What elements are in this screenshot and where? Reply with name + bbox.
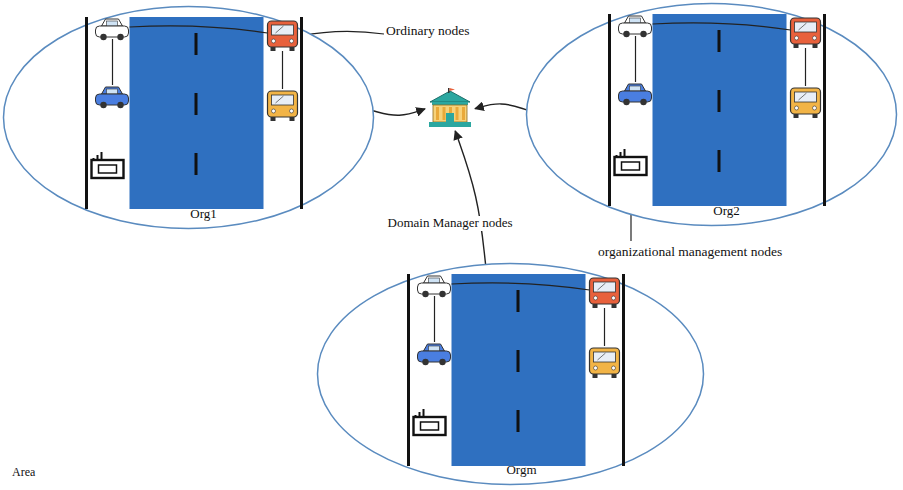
- domain-manager-building: [429, 88, 471, 127]
- organization-name: Org2: [711, 204, 741, 219]
- bus-icon: [268, 91, 298, 121]
- organization-ellipse: [527, 4, 897, 226]
- organization-illustration: [316, 262, 705, 486]
- callout-label: Ordinary nodes: [386, 23, 470, 39]
- arrow-connector: [475, 104, 527, 110]
- domain-manager-node: Domain Manager nodes: [428, 88, 472, 128]
- bus-icon: [590, 278, 620, 308]
- organization-illustration: [525, 2, 898, 227]
- road-scene: [610, 14, 825, 206]
- roadside-unit-icon: [414, 409, 446, 435]
- organization-region: Org1: [2, 5, 375, 230]
- car-icon: [418, 276, 451, 297]
- car-icon: [96, 19, 129, 40]
- road-scene: [409, 274, 624, 466]
- bus-icon: [791, 18, 821, 48]
- callout-label: organizational management nodes: [598, 244, 782, 260]
- organization-region: Org2: [525, 2, 898, 227]
- area-label: Area: [12, 466, 35, 480]
- arrow-connector: [455, 131, 485, 264]
- roadside-unit-icon: [92, 152, 124, 178]
- organization-name: Orgm: [504, 463, 538, 478]
- road-scene: [87, 17, 302, 209]
- car-icon: [418, 344, 451, 365]
- organization-illustration: [2, 5, 375, 230]
- car-icon: [619, 84, 652, 105]
- building-icon: [428, 88, 472, 128]
- bus-icon: [791, 88, 821, 118]
- organization-ellipse: [4, 7, 374, 229]
- roadside-unit-icon: [615, 149, 647, 175]
- organization-name: Org1: [188, 207, 218, 222]
- node-caption: Domain Manager nodes: [386, 216, 515, 231]
- organization-ellipse: [318, 264, 704, 485]
- organization-region: Orgm: [316, 262, 705, 486]
- bus-icon: [268, 21, 298, 51]
- arrow-connector: [373, 109, 425, 115]
- car-icon: [619, 16, 652, 37]
- car-icon: [96, 87, 129, 108]
- bus-icon: [590, 348, 620, 378]
